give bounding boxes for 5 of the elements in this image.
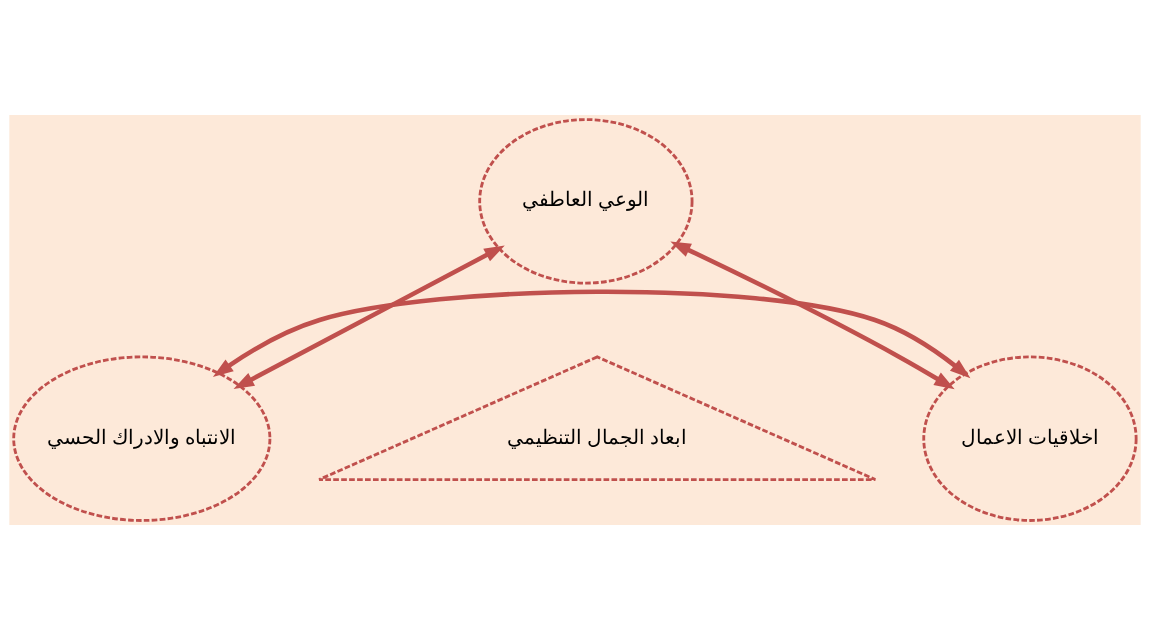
arrow xyxy=(670,241,955,390)
arrow xyxy=(233,245,505,389)
node-ellipse: الانتباه والادراك الحسي xyxy=(12,355,272,522)
arrow xyxy=(212,289,971,379)
node-ellipse: اخلاقيات الاعمال xyxy=(922,355,1138,522)
